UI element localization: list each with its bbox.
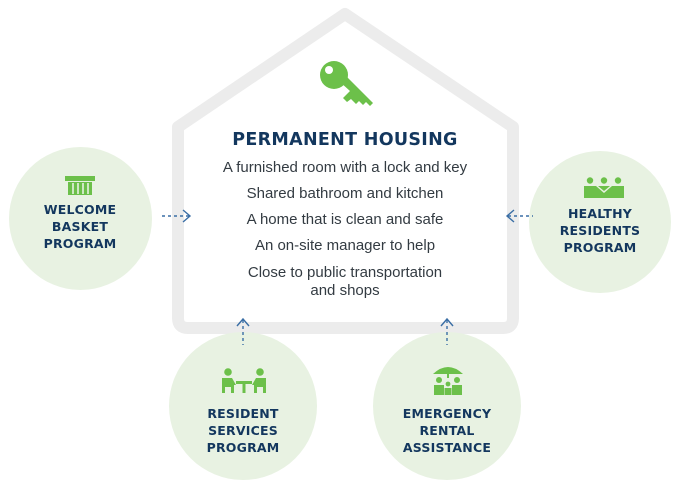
people-group-icon xyxy=(584,177,624,198)
resident-services-circle xyxy=(169,332,317,480)
resident-services-label: RESIDENT SERVICES PROGRAM xyxy=(206,406,280,455)
permanent-housing-title: PERMANENT HOUSING xyxy=(232,130,458,150)
emergency-rental-label: EMERGENCY RENTAL ASSISTANCE xyxy=(402,406,492,455)
welcome-basket-label: WELCOME BASKET PROGRAM xyxy=(43,202,117,251)
feature-shared-bathroom: Shared bathroom and kitchen xyxy=(246,185,444,202)
healthy-residents-label: HEALTHY RESIDENTS PROGRAM xyxy=(559,206,641,255)
feature-clean-and-safe: A home that is clean and safe xyxy=(246,211,444,228)
arrow-resident-to-house xyxy=(236,317,250,345)
welcome-basket-circle xyxy=(9,147,152,290)
basket-icon xyxy=(65,176,95,195)
feature-onsite-manager: An on-site manager to help xyxy=(254,237,436,254)
arrow-healthy-to-house xyxy=(505,209,533,223)
feature-public-transportation: Close to public transportation and shops xyxy=(247,264,443,299)
umbrella-family-icon xyxy=(433,367,463,395)
emergency-rental-circle xyxy=(373,332,521,480)
arrow-emergency-to-house xyxy=(440,317,454,345)
healthy-residents-circle xyxy=(529,151,671,293)
arrow-welcome-to-house xyxy=(162,209,192,223)
key-icon xyxy=(320,61,373,106)
meeting-table-icon xyxy=(222,368,266,393)
feature-lock-and-key: A furnished room with a lock and key xyxy=(222,159,468,176)
